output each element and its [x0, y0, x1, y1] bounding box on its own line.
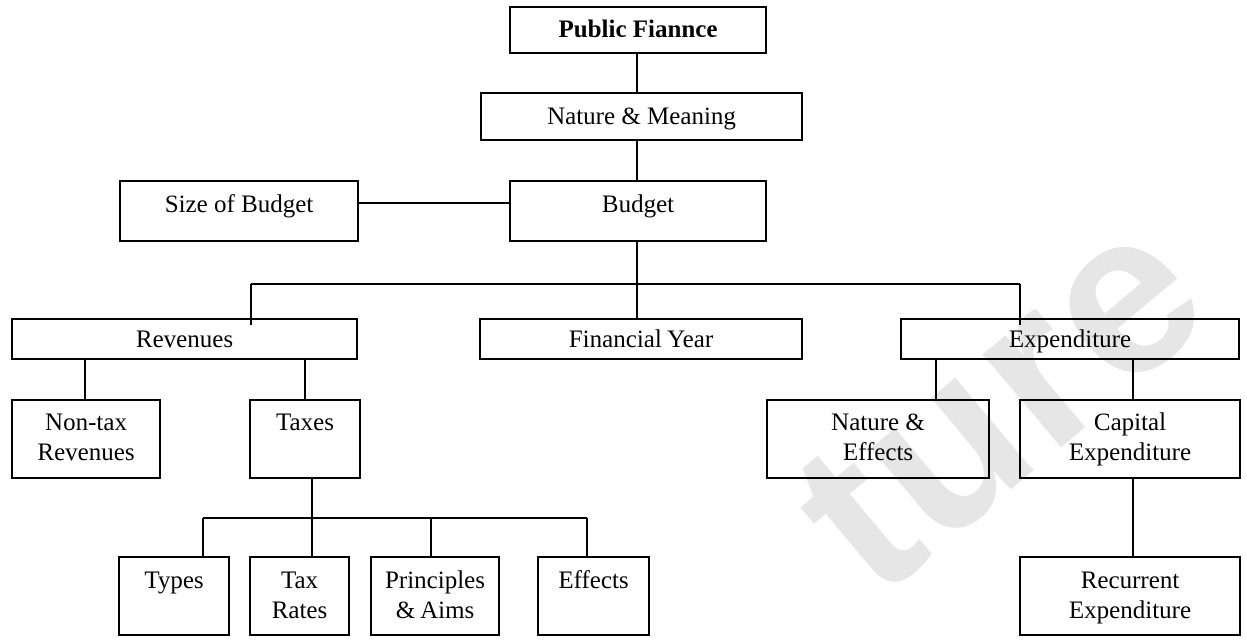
node-taxes: Taxes — [249, 399, 361, 479]
node-label-line-1: Capital — [1093, 409, 1167, 436]
node-label-line-2: & Aims — [395, 597, 475, 624]
node-label-line-2: Effects — [842, 439, 914, 466]
node-public-finance: Public Fiannce — [509, 6, 767, 54]
node-label: Effects — [558, 567, 629, 594]
node-label: Nature & Meaning — [547, 103, 736, 130]
node-label: Revenues — [135, 326, 234, 353]
node-label-line-1: Nature & — [831, 409, 925, 436]
node-label-line-1: Recurrent — [1080, 567, 1180, 594]
node-label: Budget — [601, 191, 675, 218]
node-label: Size of Budget — [164, 191, 314, 218]
node-nature-effects: Nature & Effects — [766, 399, 990, 479]
node-label-line-2: Expenditure — [1068, 439, 1192, 466]
node-label-line-1: Principles — [385, 567, 485, 594]
node-tax-rates: Tax Rates — [249, 556, 350, 636]
node-nature-meaning: Nature & Meaning — [480, 92, 803, 141]
node-non-tax-revenues: Non-tax Revenues — [11, 399, 161, 479]
node-label: Financial Year — [568, 326, 714, 353]
node-label: Public Fiannce — [558, 16, 718, 43]
node-size-of-budget: Size of Budget — [119, 180, 359, 242]
node-label-line-2: Rates — [271, 597, 328, 624]
node-label: Types — [144, 567, 204, 594]
node-types: Types — [118, 556, 230, 636]
node-recurrent-expenditure: Recurrent Expenditure — [1019, 556, 1241, 636]
node-label: Taxes — [276, 409, 334, 436]
node-label-line-1: Non-tax — [45, 409, 127, 436]
node-label-line-2: Revenues — [37, 439, 135, 466]
node-capital-expenditure: Capital Expenditure — [1019, 399, 1241, 479]
node-revenues: Revenues — [11, 318, 358, 360]
node-label-line-1: Tax — [280, 567, 319, 594]
node-expenditure: Expenditure — [900, 318, 1240, 360]
node-effects: Effects — [537, 556, 650, 636]
node-label-line-2: Expenditure — [1068, 597, 1192, 624]
node-budget: Budget — [509, 180, 767, 242]
node-financial-year: Financial Year — [479, 318, 803, 360]
node-principles-aims: Principles & Aims — [370, 556, 500, 636]
node-label: Expenditure — [1008, 326, 1132, 353]
